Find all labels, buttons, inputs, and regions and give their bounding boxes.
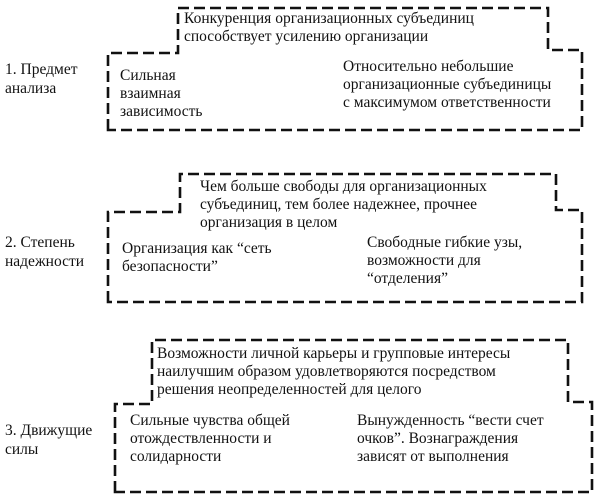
section-1-label: 1. Предмет анализа	[5, 61, 78, 97]
frame-1	[106, 6, 584, 132]
section-2-right: Свободные гибкие узы, возможности для “о…	[367, 234, 523, 287]
section-3-left: Сильные чувства общей отождествленности …	[130, 412, 290, 465]
section-2-label: 2. Степень надежности	[5, 234, 85, 270]
section-1-header: Конкуренция организационных субъединиц с…	[184, 10, 474, 45]
section-2-header: Чем больше свободы для организационных с…	[200, 178, 487, 231]
frame-2	[106, 172, 584, 304]
section-2-left: Организация как “сеть безопасности”	[122, 240, 272, 275]
frame-3	[113, 338, 594, 494]
section-1-left: Сильная взаимная зависимость	[120, 67, 203, 120]
section-3-header: Возможности личной карьеры и групповые и…	[157, 345, 511, 398]
section-3-label: 3. Движущие силы	[5, 422, 93, 458]
section-3-right: Вынужденность “вести счет очков”. Вознаг…	[357, 412, 544, 465]
section-1-right: Относительно небольшие организационные с…	[343, 58, 552, 111]
